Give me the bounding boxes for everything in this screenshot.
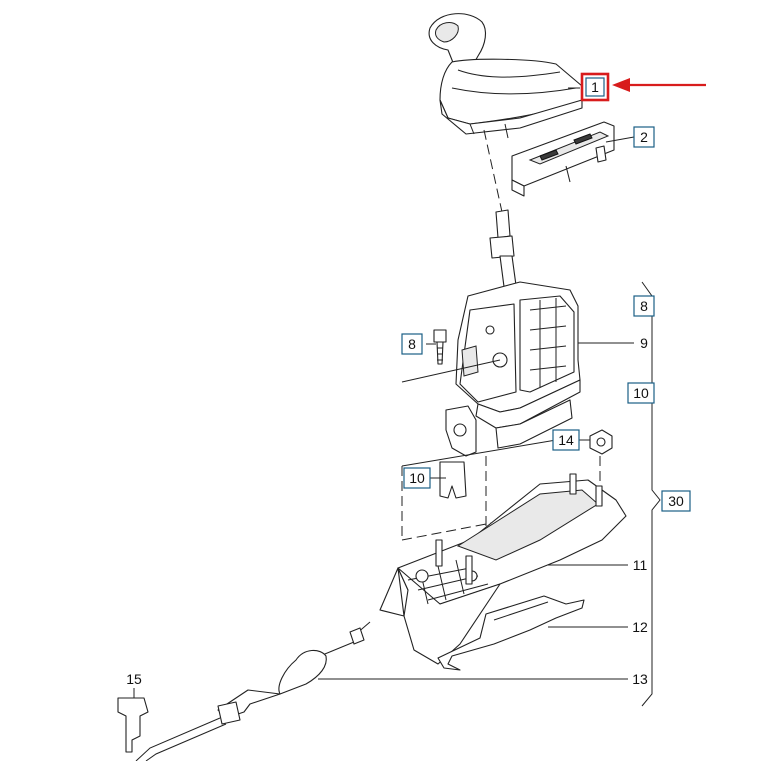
callout-label: 13 — [632, 671, 648, 687]
callout-10-left[interactable]: 10 — [403, 467, 431, 489]
callout-12[interactable]: 12 — [632, 619, 648, 635]
callout-11[interactable]: 11 — [633, 557, 648, 573]
callout-label: 11 — [633, 557, 648, 573]
gear-indicator-part[interactable] — [511, 121, 615, 197]
callout-label: 2 — [640, 129, 648, 145]
callout-14[interactable]: 14 — [552, 429, 580, 451]
callout-label: 15 — [126, 671, 142, 687]
leader-lines — [133, 87, 635, 698]
callout-2[interactable]: 2 — [633, 126, 655, 148]
insulation-pad-part[interactable] — [437, 595, 585, 671]
callout-label: 8 — [408, 336, 416, 352]
callout-1[interactable]: 1 — [580, 72, 610, 102]
selector-housing-part[interactable] — [445, 281, 581, 457]
gear-knob-part[interactable] — [428, 13, 583, 139]
callout-30[interactable]: 30 — [661, 490, 691, 512]
callout-label: 1 — [591, 79, 599, 95]
clip-part[interactable] — [439, 461, 467, 499]
callout-15[interactable]: 15 — [126, 671, 142, 687]
callout-label: 9 — [640, 335, 648, 351]
highlight-arrow — [612, 78, 706, 92]
base-plate-part[interactable] — [379, 473, 627, 665]
bolt-part[interactable] — [433, 329, 447, 365]
cable-clip-part[interactable] — [117, 697, 149, 753]
callout-8-left[interactable]: 8 — [401, 333, 423, 355]
callout-label: 10 — [633, 385, 649, 401]
callout-label: 10 — [409, 470, 425, 486]
nut-part[interactable] — [589, 429, 613, 455]
shift-cable-part[interactable] — [135, 621, 371, 761]
callout-10-right[interactable]: 10 — [627, 382, 655, 404]
callout-label: 30 — [668, 493, 684, 509]
callout-label: 14 — [558, 432, 574, 448]
callout-9[interactable]: 9 — [640, 335, 648, 351]
callout-8-top[interactable]: 8 — [633, 295, 655, 317]
callout-label: 8 — [640, 298, 648, 314]
callout-13[interactable]: 13 — [632, 671, 648, 687]
callout-label: 12 — [632, 619, 648, 635]
